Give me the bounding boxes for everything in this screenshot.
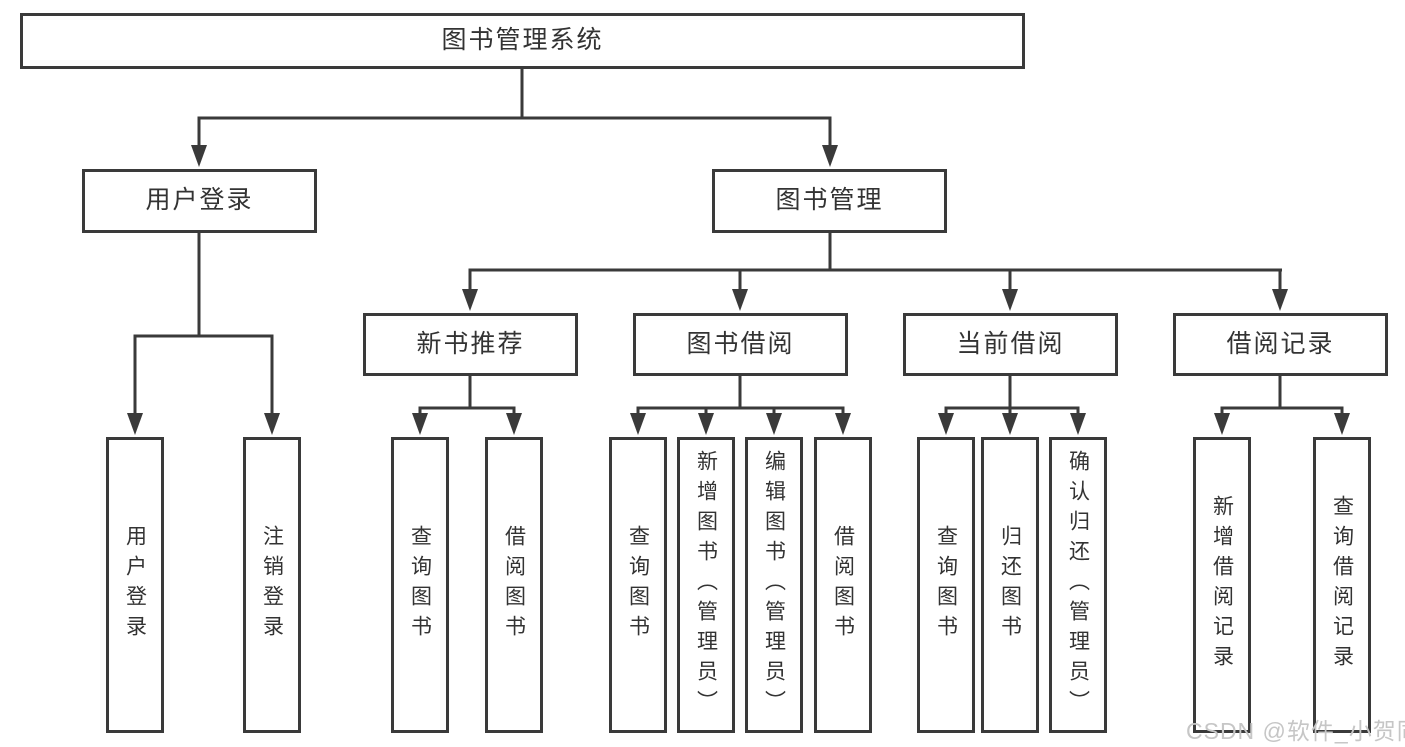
leaf-query-borrow-record: 查询借阅记录 bbox=[1313, 437, 1371, 733]
leaf-edit-book-admin: 编辑图书（管理员） bbox=[745, 437, 803, 733]
leaf-add-borrow-record: 新增借阅记录 bbox=[1193, 437, 1251, 733]
connector-book-management-to-level3 bbox=[462, 232, 1288, 311]
leaf-confirm-return-admin: 确认归还（管理员） bbox=[1049, 437, 1107, 733]
node-root: 图书管理系统 bbox=[20, 13, 1025, 69]
leaf-query-book-current: 查询图书 bbox=[917, 437, 975, 733]
node-user-login: 用户登录 bbox=[82, 169, 317, 233]
leaf-logout: 注销登录 bbox=[243, 437, 301, 733]
node-book-management: 图书管理 bbox=[712, 169, 947, 233]
connector-borrow-record-to-leaves bbox=[1214, 376, 1350, 435]
leaf-borrow-book: 借阅图书 bbox=[814, 437, 872, 733]
csdn-watermark: CSDN @软件_小贺同学 bbox=[1186, 718, 1405, 744]
connector-book-borrow-to-leaves bbox=[630, 376, 851, 435]
leaf-add-book-admin: 新增图书（管理员） bbox=[677, 437, 735, 733]
connector-root-to-level2 bbox=[191, 69, 838, 167]
node-borrow-record: 借阅记录 bbox=[1173, 313, 1388, 376]
leaf-return-book: 归还图书 bbox=[981, 437, 1039, 733]
leaf-borrow-book-recommend: 借阅图书 bbox=[485, 437, 543, 733]
node-new-book-recommend: 新书推荐 bbox=[363, 313, 578, 376]
connector-user-login-to-leaves bbox=[127, 233, 280, 435]
leaf-user-login: 用户登录 bbox=[106, 437, 164, 733]
node-current-borrow: 当前借阅 bbox=[903, 313, 1118, 376]
connector-new-book-recommend-to-leaves bbox=[412, 376, 522, 435]
leaf-query-book-recommend: 查询图书 bbox=[391, 437, 449, 733]
node-book-borrow: 图书借阅 bbox=[633, 313, 848, 376]
connector-current-borrow-to-leaves bbox=[938, 376, 1086, 435]
leaf-query-book-borrow: 查询图书 bbox=[609, 437, 667, 733]
